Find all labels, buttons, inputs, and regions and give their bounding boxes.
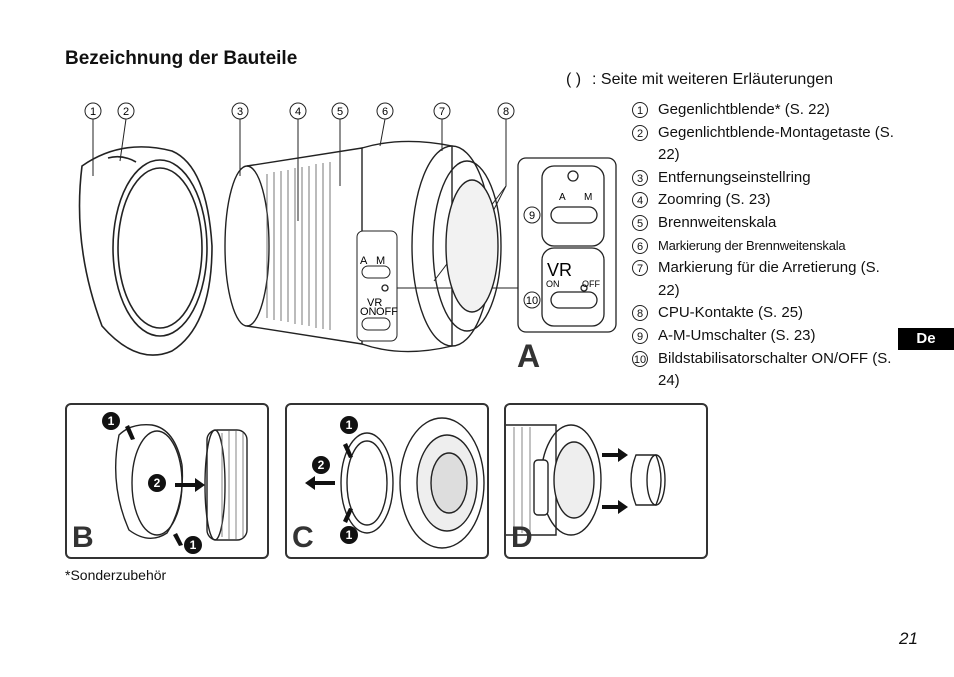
part-number: 1 xyxy=(632,102,648,118)
lens-switch-a: A xyxy=(360,255,368,267)
part-number: 9 xyxy=(632,327,648,344)
legend-text: : Seite mit weiteren Erläuterungen xyxy=(592,71,834,88)
lens-switch-off: OFF xyxy=(376,306,398,318)
part-label: Markierung der Brennweitenskala xyxy=(658,237,846,253)
lens-hood xyxy=(78,146,213,356)
callout-7: 7 xyxy=(439,106,445,118)
part-item: 8 CPU-Kontakte (S. 25) xyxy=(632,302,902,325)
callout-1: 1 xyxy=(90,106,96,118)
callout-inset-numbers xyxy=(523,206,541,309)
part-number: 3 xyxy=(632,169,648,186)
legend-paren: ( ) xyxy=(566,71,582,88)
part-number: 8 xyxy=(632,305,648,322)
figure-letter-a: A xyxy=(517,338,541,374)
callout-3: 3 xyxy=(237,106,243,118)
figure-panel-b: 1 2 1 B xyxy=(65,403,269,559)
parts-list: 1 Gegenlichtblende* (S. 22) 2 Gegenlichtbl… xyxy=(632,99,902,393)
callout-5: 5 xyxy=(337,106,343,118)
lens-switch-m: M xyxy=(376,255,385,267)
lens-switch-module xyxy=(356,230,398,342)
callout-8: 8 xyxy=(503,106,509,118)
lens-body xyxy=(224,140,502,353)
step-2-badge: 2 xyxy=(154,476,161,490)
figure-panel-c: 1 2 1 C xyxy=(285,403,489,559)
legend-note: ( ) : Seite mit weiteren Erläuterungen xyxy=(566,71,833,89)
rear-cap-illustration xyxy=(506,424,666,536)
part-label: Entfernungseinstellring xyxy=(658,168,811,186)
figure-letter-d: D xyxy=(511,521,533,554)
inset-switch-on: ON xyxy=(546,279,560,289)
inset-switch-vr: VR xyxy=(547,260,572,280)
part-item: 7 Markierung für die Arretierung (S. 22) xyxy=(632,257,902,302)
lens-switch-on: ON xyxy=(360,306,377,318)
part-item: 5 Brennweitenskala xyxy=(632,212,902,235)
step-2-badge: 2 xyxy=(318,458,325,472)
part-item: 4 Zoomring (S. 23) xyxy=(632,189,902,212)
step-1-badge: 1 xyxy=(108,414,115,428)
part-number: 2 xyxy=(632,124,648,141)
inset-switch-a: A xyxy=(559,192,566,203)
lens-parts-diagram: 1 2 3 4 5 6 7 8 xyxy=(78,102,617,356)
footnote: *Sonderzubehör xyxy=(65,567,167,583)
part-number: 7 xyxy=(632,260,648,277)
callout-4: 4 xyxy=(295,106,301,118)
part-label: Gegenlichtblende* (S. 22) xyxy=(658,101,830,118)
part-item: 6 Markierung der Brennweitenskala xyxy=(632,235,902,258)
inset-switch-m: M xyxy=(584,192,592,203)
lens-switch-vr: VR xyxy=(367,297,382,309)
part-label: Gegenlichtblende-Montagetaste (S. 22) xyxy=(658,123,894,164)
callout-2: 2 xyxy=(123,106,129,118)
part-number: 5 xyxy=(632,214,648,231)
part-number: 6 xyxy=(632,237,648,254)
part-label: CPU-Kontakte (S. 25) xyxy=(658,304,804,322)
step-1-badge: 1 xyxy=(346,528,353,542)
lens-cap-illustration: 1 2 1 xyxy=(305,416,485,549)
hood-attach-illustration: 1 2 1 xyxy=(102,412,248,554)
part-label: Brennweitenskala xyxy=(658,213,777,231)
part-number: 4 xyxy=(632,192,648,209)
part-item: 10 Bildstabilisatorschalter ON/OFF (S. 24… xyxy=(632,348,902,393)
figure-letter-b: B xyxy=(72,521,94,554)
figure-panel-d: D xyxy=(504,403,708,559)
part-item: 9 A-M-Umschalter (S. 23) xyxy=(632,325,902,348)
part-item: 3 Entfernungseinstellring xyxy=(632,167,902,190)
page-number: 21 xyxy=(899,629,918,648)
part-label: Bildstabilisatorschalter ON/OFF (S. 24) xyxy=(658,349,892,390)
callout-9: 9 xyxy=(529,210,535,222)
part-item: 1 Gegenlichtblende* (S. 22) xyxy=(632,99,902,122)
callout-6: 6 xyxy=(382,106,388,118)
part-item: 2 Gegenlichtblende-Montagetaste (S. 22) xyxy=(632,122,902,167)
part-label: Markierung für die Arretierung (S. 22) xyxy=(658,259,880,299)
part-label: Zoomring (S. 23) xyxy=(658,191,771,209)
section-heading: Bezeichnung der Bauteile xyxy=(65,48,298,69)
callout-10: 10 xyxy=(526,295,538,307)
language-tab: De xyxy=(898,328,954,350)
inset-switch-off: OFF xyxy=(582,279,600,289)
step-1-badge: 1 xyxy=(346,418,353,432)
part-label: A-M-Umschalter (S. 23) xyxy=(658,326,816,344)
figure-letter-c: C xyxy=(292,521,314,554)
switch-inset xyxy=(381,157,617,333)
part-number: 10 xyxy=(632,350,648,367)
step-1-badge: 1 xyxy=(190,538,197,552)
